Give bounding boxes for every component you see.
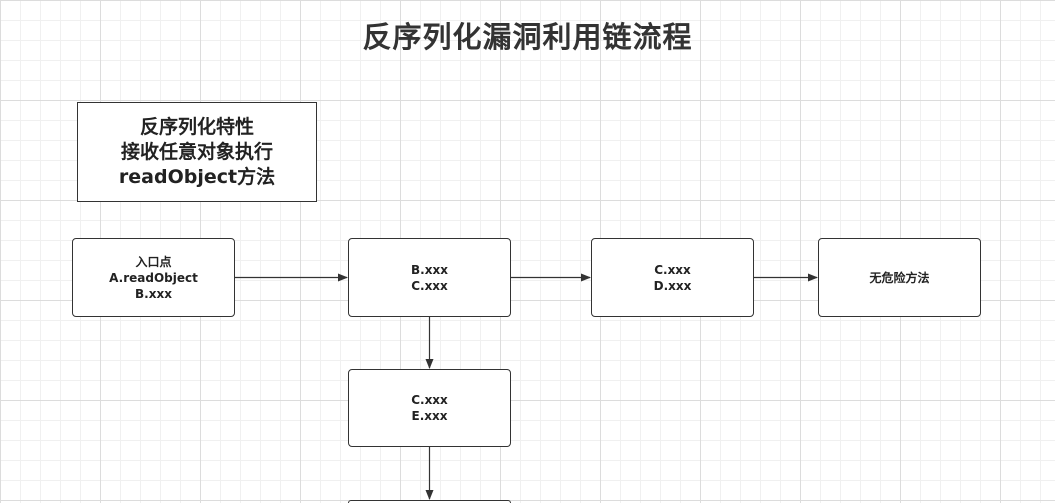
node-label: C.xxx <box>411 393 448 407</box>
node-label: B.xxx <box>411 262 448 277</box>
node-label: A.readObject <box>109 270 198 285</box>
note-box: 反序列化特性 接收任意对象执行 readObject方法 <box>77 102 317 202</box>
node-label: 无危险方法 <box>869 270 930 285</box>
note-line: readObject方法 <box>118 165 276 188</box>
node-next-partial <box>348 500 511 503</box>
node-label: E.xxx <box>411 409 448 423</box>
node-b: B.xxx C.xxx <box>348 238 511 317</box>
node-c2: C.xxx E.xxx <box>348 369 511 447</box>
diagram-title: 反序列化漏洞利用链流程 <box>362 20 693 54</box>
node-label: 入口点 <box>135 254 172 269</box>
node-safe-method: 无危险方法 <box>818 238 981 317</box>
note-line: 反序列化特性 <box>139 115 254 138</box>
node-c1: C.xxx D.xxx <box>591 238 754 317</box>
node-label: C.xxx <box>654 262 691 277</box>
node-label: B.xxx <box>135 286 172 301</box>
node-label: D.xxx <box>653 278 692 293</box>
node-label: C.xxx <box>411 278 448 293</box>
node-entry-point: 入口点 A.readObject B.xxx <box>72 238 235 317</box>
note-line: 接收任意对象执行 <box>120 140 273 163</box>
